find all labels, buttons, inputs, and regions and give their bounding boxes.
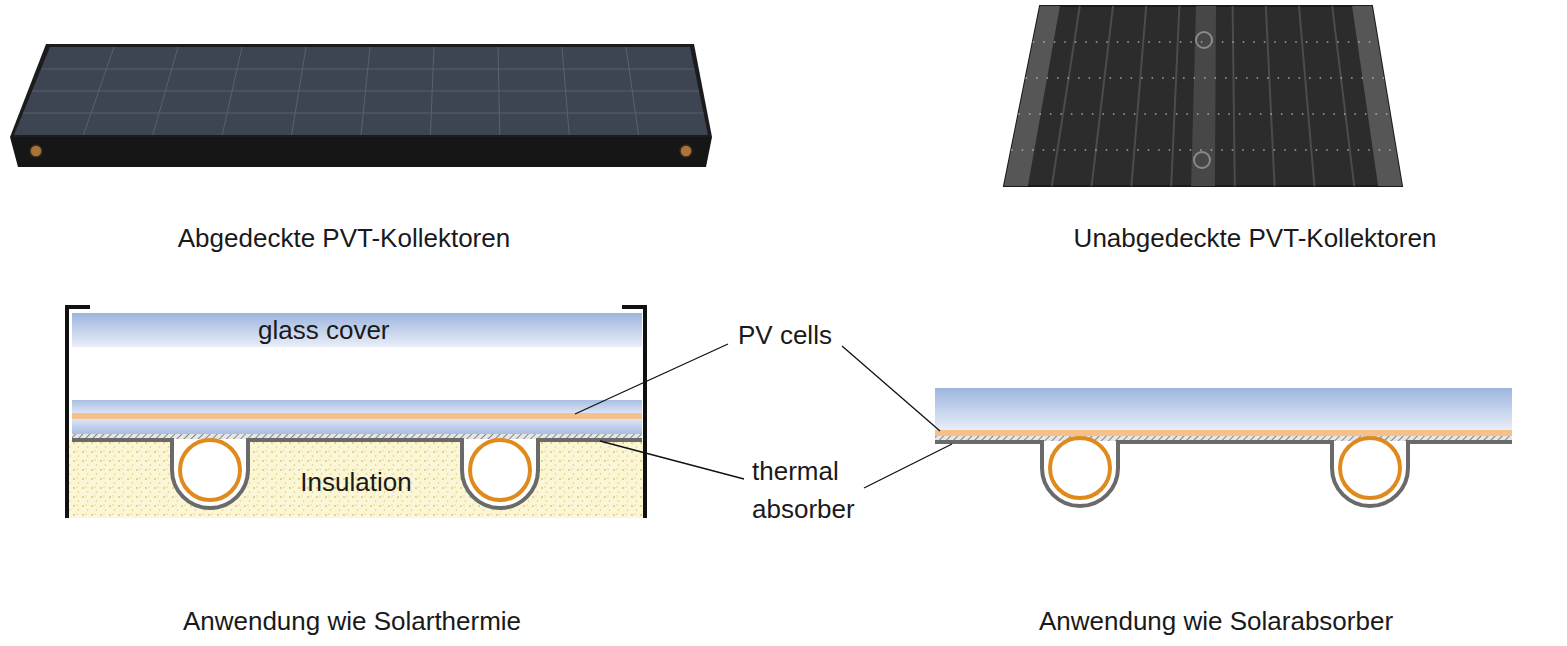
pv-laminate [935, 388, 1512, 430]
pipe-fitting [30, 145, 42, 157]
dot-row [1011, 149, 1396, 151]
channel-gap [172, 440, 538, 508]
pv-laminate [72, 400, 642, 413]
uncovered-collector-picture [1004, 6, 1402, 186]
manifold-port [1194, 152, 1210, 168]
cell-line [32, 91, 699, 92]
manifold [1191, 6, 1216, 186]
layer-label: glass cover [258, 315, 390, 345]
dot-row [1018, 113, 1390, 115]
housing [67, 305, 645, 518]
cell-grid [23, 47, 704, 135]
glass-cover-band: glass cover [72, 313, 642, 347]
dot-row [1026, 77, 1384, 79]
insulation-fill [69, 440, 643, 518]
layer-label: PV cells [738, 316, 832, 354]
pv-cell-layer [72, 413, 642, 419]
pipe [470, 440, 530, 500]
pipe [1050, 438, 1110, 498]
thermal-absorber [72, 440, 642, 508]
pipe [1340, 438, 1400, 498]
strip-line [1233, 6, 1235, 186]
pv-laminate [72, 419, 642, 434]
dot-row [1033, 41, 1378, 43]
absorber-strips [1052, 6, 1354, 186]
collector-frame [10, 44, 712, 137]
leader-line [600, 441, 744, 479]
layer-label: thermal absorber [752, 452, 872, 528]
cell-line [23, 113, 704, 114]
cell-dots [1011, 42, 1396, 150]
pv-cell-layer [935, 430, 1512, 436]
side-rail [1004, 6, 1060, 186]
insulation-area: Insulation [69, 446, 643, 518]
collector-front [10, 137, 712, 167]
picture-caption: Abgedeckte PVT-Kollektoren [44, 219, 644, 257]
manifold-port [1196, 32, 1212, 48]
picture-caption: Unabgedeckte PVT-Kollektoren [955, 219, 1555, 257]
covered-collector-picture [10, 44, 712, 167]
strip-line [1332, 6, 1354, 186]
strip-line [1299, 6, 1314, 186]
strip-line [1052, 6, 1080, 186]
leader-line [864, 444, 952, 488]
layer-label: Insulation [300, 467, 411, 497]
pipe [180, 440, 240, 500]
collector-frame [1004, 6, 1402, 186]
application-caption: Anwendung wie Solarthermie [52, 602, 652, 640]
leader-line [575, 344, 728, 414]
cell-line [41, 69, 695, 70]
strip-line [1131, 6, 1146, 186]
thermal-absorber [935, 442, 1512, 506]
application-caption: Anwendung wie Solarabsorber [916, 602, 1516, 640]
strip-line [1171, 6, 1179, 186]
uncovered-cross-section [935, 388, 1512, 506]
covered-cross-section [67, 305, 645, 518]
strip-line [1266, 6, 1275, 186]
pipe-fitting [680, 145, 692, 157]
leader-line [842, 346, 940, 431]
collector-glass [14, 47, 708, 135]
strip-line [1092, 6, 1113, 186]
side-rail [1352, 6, 1402, 186]
